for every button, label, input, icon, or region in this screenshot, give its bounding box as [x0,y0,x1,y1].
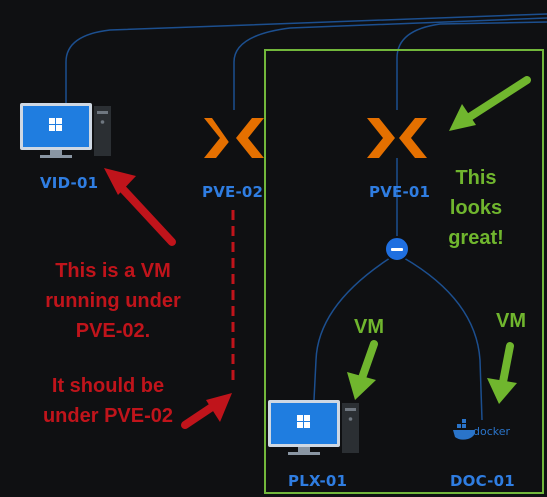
vm-label-right: VM [496,310,526,332]
highlight-box [264,49,544,494]
node-label-pve02[interactable]: PVE-02 [202,183,264,201]
red-arrow-icon [181,393,232,429]
vm-label-left: VM [354,316,384,338]
note-line: looks [449,197,503,219]
green-arrow-icon [347,340,378,400]
green-annotation: This looks great! [436,163,516,253]
green-arrow-icon [449,76,531,131]
node-label-pve01[interactable]: PVE-01 [369,183,431,201]
node-label-vid01[interactable]: VID-01 [40,174,99,192]
docker-wordmark: docker [473,425,511,438]
note-line: great! [448,227,504,249]
note-line: This is a VM [55,260,171,282]
docker-icon [453,419,476,440]
node-label-plx01[interactable]: PLX-01 [288,472,348,490]
note-line: This [455,167,497,189]
minus-icon [391,247,403,251]
note-line: It should be [51,375,165,397]
link-pve02-up [233,17,547,110]
node-label-doc01[interactable]: DOC-01 [450,472,515,490]
link-vid01-up [65,13,547,105]
red-arrow-icon [104,168,176,246]
link-branch-doc [403,257,483,421]
windows-pc-icon [268,400,359,455]
note-line: under PVE-02 [42,405,174,427]
proxmox-icon [204,118,264,158]
link-pve01-up [396,21,547,110]
proxmox-icon [367,118,427,158]
windows-pc-icon [20,103,111,158]
link-branch-plx [313,257,391,401]
collapse-button[interactable] [384,236,410,262]
red-annotation-top: This is a VM running under PVE-02. [18,256,208,346]
green-arrow-icon [487,342,517,404]
note-line: PVE-02. [75,320,151,342]
note-line: running under [45,290,181,312]
red-annotation-bottom: It should be under PVE-02 [18,371,198,431]
